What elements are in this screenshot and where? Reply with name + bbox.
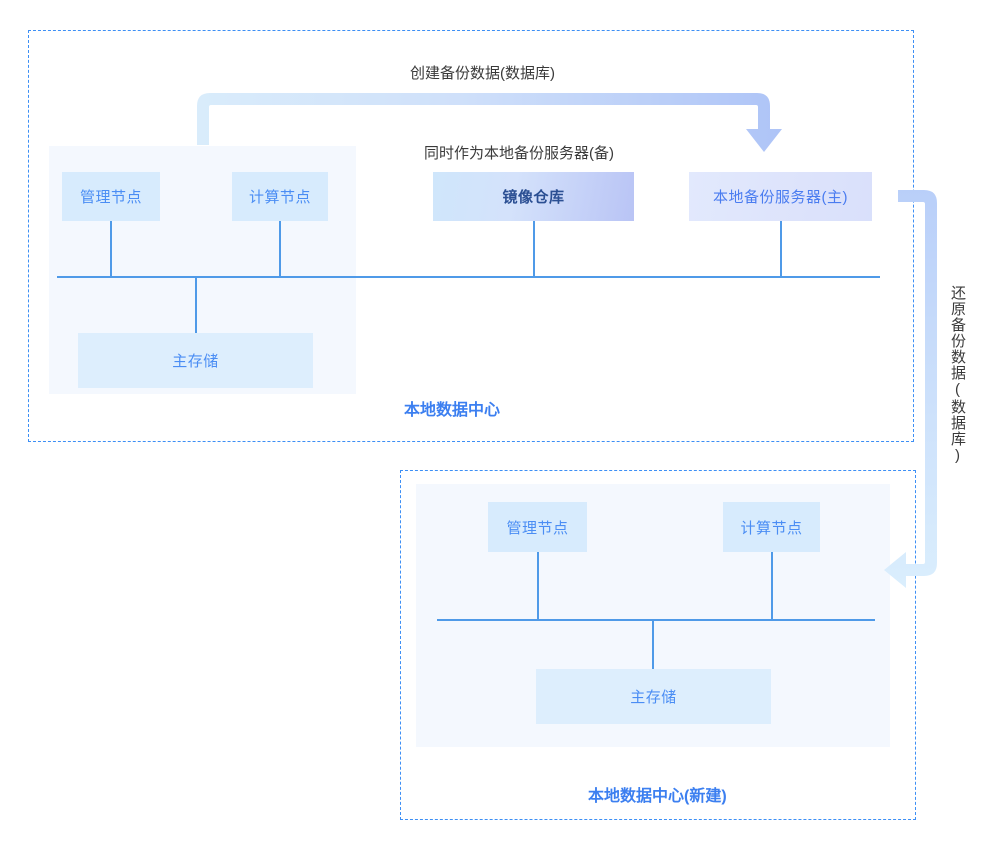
bottom-bus-line [437, 619, 875, 621]
node-label: 计算节点 [740, 519, 803, 537]
connector-local-backup-server [780, 221, 782, 277]
bottom-data-center-region [400, 470, 916, 820]
node-management-node-top[interactable]: 管理节点 [62, 172, 160, 221]
node-label: 管理节点 [79, 189, 142, 206]
node-local-backup-server-primary[interactable]: 本地备份服务器(主) [689, 172, 872, 221]
connector-image-registry [533, 221, 535, 277]
node-label: 本地备份服务器(主) [713, 189, 848, 206]
node-compute-node-bottom[interactable]: 计算节点 [723, 502, 820, 552]
connector-compute-node-bottom [771, 552, 773, 620]
connector-management-node-top [110, 221, 112, 277]
node-label: 主存储 [630, 689, 677, 706]
label-restore-backup: 还原备份数据(数据库) [949, 285, 966, 465]
top-bus-line [57, 276, 880, 278]
node-primary-storage-top[interactable]: 主存储 [78, 333, 313, 388]
node-image-registry[interactable]: 镜像仓库 [433, 172, 634, 221]
top-data-center-title: 本地数据中心 [404, 402, 501, 419]
label-create-backup: 创建备份数据(数据库) [410, 65, 555, 82]
bottom-data-center-title: 本地数据中心(新建) [588, 788, 727, 805]
node-label: 管理节点 [506, 519, 569, 537]
label-also-acts-as-backup-server: 同时作为本地备份服务器(备) [424, 145, 614, 162]
connector-primary-storage-top [195, 277, 197, 334]
connector-primary-storage-bottom [652, 620, 654, 670]
node-label: 镜像仓库 [502, 189, 565, 206]
node-management-node-bottom[interactable]: 管理节点 [488, 502, 587, 552]
connector-compute-node-top [279, 221, 281, 277]
connector-management-node-bottom [537, 552, 539, 620]
node-primary-storage-bottom[interactable]: 主存储 [536, 669, 771, 724]
node-label: 主存储 [172, 353, 219, 370]
node-label: 计算节点 [248, 189, 311, 206]
node-compute-node-top[interactable]: 计算节点 [232, 172, 328, 221]
